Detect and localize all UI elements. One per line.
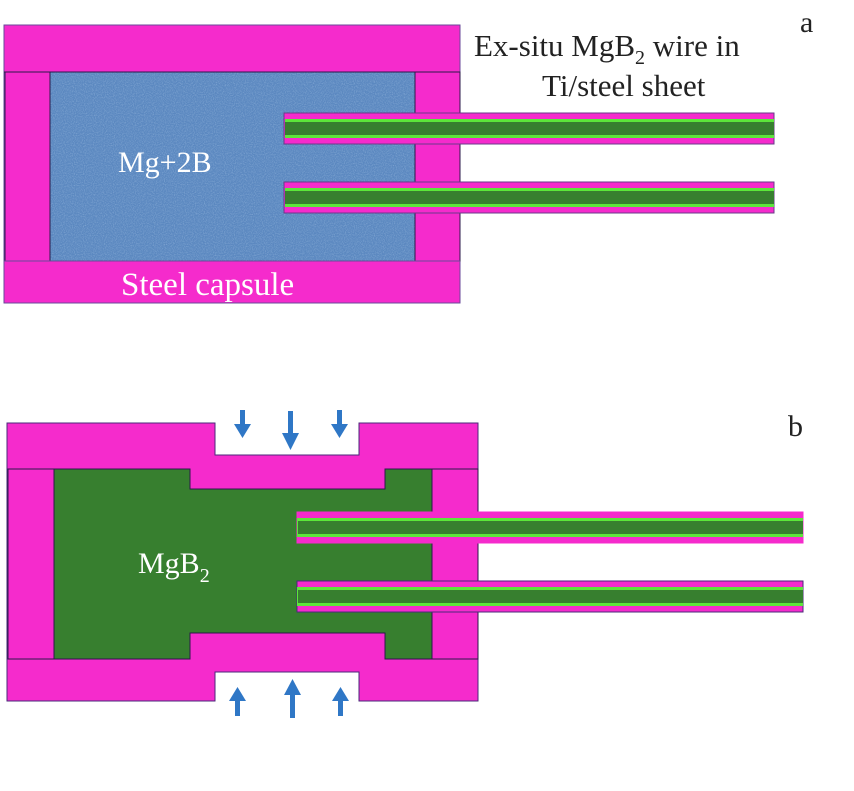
- arrow-up-icon: [229, 687, 246, 716]
- mgb2-core: [53, 468, 433, 660]
- right-plug-b: [431, 468, 479, 660]
- wire-title-line1: Ex-situ MgB2 wire in: [474, 28, 740, 69]
- mgb2-label: MgB2: [138, 547, 210, 587]
- wire-a-1: [283, 112, 775, 145]
- wire-a-2: [283, 181, 775, 214]
- arrow-up-icon: [284, 679, 301, 718]
- panel-a: Mg+2B Steel capsule Ex-situ MgB2 wire in…: [3, 6, 813, 304]
- arrow-down-icon: [331, 410, 348, 438]
- panel-b: MgB2 b: [6, 410, 804, 718]
- arrow-up-icon: [332, 687, 349, 716]
- capsule-label: Steel capsule: [121, 267, 294, 303]
- wire-b-2: [296, 580, 804, 613]
- left-plug-b: [7, 468, 55, 660]
- pressure-arrows-bottom: [229, 679, 349, 718]
- pressure-arrows-top: [234, 410, 348, 450]
- left-plug-a: [4, 71, 51, 262]
- wire-b-1: [296, 511, 804, 544]
- arrow-down-icon: [234, 410, 251, 438]
- wire-title-line2: Ti/steel sheet: [542, 68, 706, 103]
- panel-letter-a: a: [800, 6, 813, 39]
- powder-texture: [50, 72, 415, 261]
- right-plug-a: [414, 71, 461, 262]
- powder-label: Mg+2B: [118, 146, 212, 179]
- panel-letter-b: b: [788, 410, 803, 443]
- arrow-down-icon: [282, 411, 299, 450]
